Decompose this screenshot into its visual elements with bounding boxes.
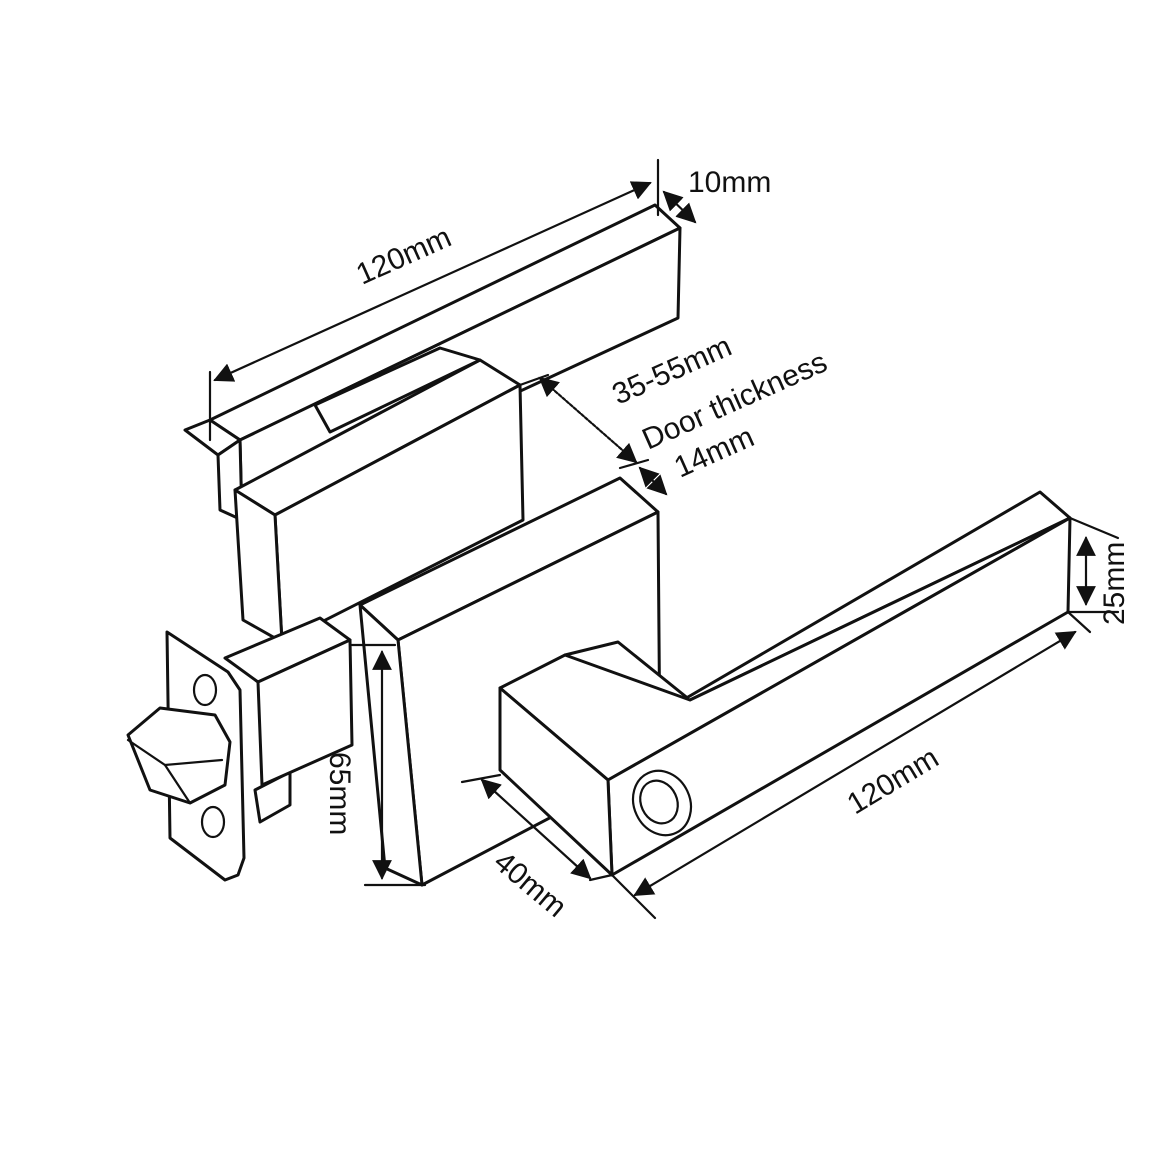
back-rose-plate [233, 346, 525, 644]
bottom-handle-length-label: 120mm [842, 741, 945, 821]
top-handle-length-label: 120mm [351, 221, 456, 292]
latch-bolt [126, 616, 354, 882]
handle-thickness-label: 10mm [688, 166, 771, 199]
dimension-lines [208, 158, 1120, 920]
handle-height-label: 25mm [1098, 542, 1131, 625]
neck-length-label: 40mm [488, 845, 573, 924]
rose-height-label: 65mm [323, 752, 356, 835]
